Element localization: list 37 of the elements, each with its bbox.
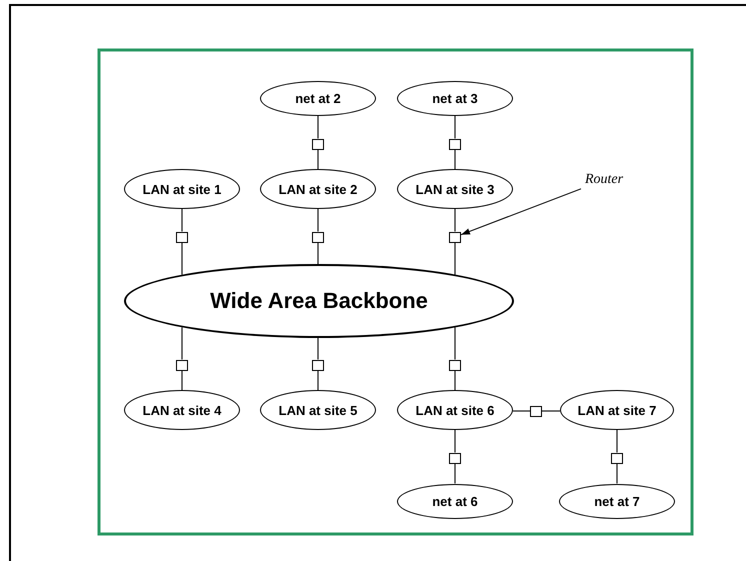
router-square (312, 232, 324, 242)
network-link (454, 327, 456, 360)
router-square (449, 232, 461, 242)
network-link (454, 208, 456, 232)
network-link (542, 410, 561, 412)
leader-arrow (460, 188, 582, 236)
network-link (454, 430, 456, 453)
network-link (616, 430, 618, 453)
router-square (449, 452, 461, 464)
router-square (449, 360, 461, 370)
lan-ellipse: LAN at site 5 (260, 390, 376, 430)
network-ellipse: net at 3 (397, 80, 513, 116)
router-square (176, 360, 188, 370)
router-square (312, 360, 324, 370)
network-ellipse: net at 7 (559, 484, 675, 518)
network-link (454, 149, 456, 170)
lan-ellipse: LAN at site 7 (560, 390, 674, 430)
router-label: Router (581, 171, 627, 189)
network-link (454, 463, 456, 484)
lan-ellipse: LAN at site 3 (397, 169, 513, 209)
network-link (454, 115, 456, 139)
network-ellipse: net at 6 (397, 484, 513, 518)
network-link (454, 242, 456, 275)
lan-ellipse: LAN at site 4 (124, 390, 240, 430)
router-square (611, 452, 623, 464)
router-square (176, 232, 188, 242)
network-link (616, 463, 618, 484)
network-link (454, 370, 456, 390)
router-square (312, 138, 324, 150)
lan-ellipse: LAN at site 2 (260, 169, 376, 209)
lan-ellipse: LAN at site 1 (124, 169, 240, 209)
lan-ellipse: LAN at site 6 (397, 390, 513, 430)
network-ellipse: net at 2 (260, 80, 376, 116)
router-square (530, 406, 542, 416)
network-link (512, 410, 530, 412)
backbone-ellipse: Wide Area Backbone (124, 264, 514, 338)
router-square (449, 138, 461, 150)
